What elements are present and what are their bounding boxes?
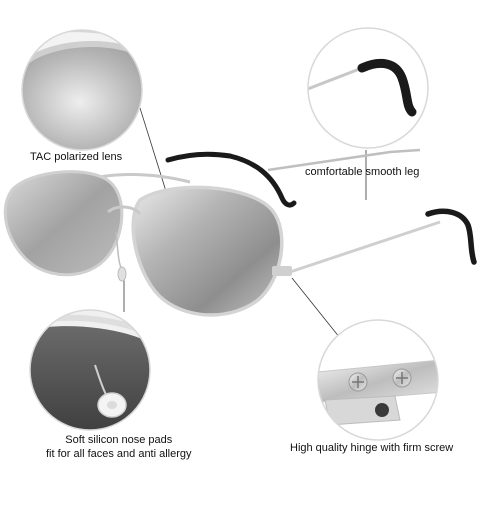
callout-leg (307, 27, 429, 149)
label-nose-line-2: fit for all faces and anti allergy (46, 448, 192, 460)
callout-border-hinge (317, 319, 439, 441)
callout-border-nose (29, 309, 151, 431)
label-leg: comfortable smooth leg (305, 166, 420, 178)
leader-line-hinge (291, 277, 341, 339)
temple-tip-back (165, 151, 233, 163)
callout-border-leg (307, 27, 429, 149)
temple-tip-back-curve (227, 153, 297, 208)
callout-ring-leg (308, 28, 428, 148)
temple-tip-front (425, 208, 477, 265)
label-nose-pads: Soft silicon nose pads fit for all faces… (46, 433, 192, 461)
lens-right (131, 185, 284, 317)
zoom-lens-dark (30, 326, 150, 430)
nose-pad (117, 266, 127, 282)
hinge-pin-hole (375, 403, 389, 417)
label-hinge: High quality hinge with firm screw (290, 442, 454, 454)
temple-front (289, 220, 441, 274)
callout-nose (29, 309, 151, 431)
zoom-temple (308, 66, 363, 94)
nose-bridge (107, 205, 142, 216)
label-nose-line-1: Soft silicon nose pads (65, 434, 173, 446)
callout-border-lens (21, 29, 143, 151)
hinge (272, 266, 292, 276)
lens-left (3, 170, 124, 277)
zoom-temple-tip (357, 58, 417, 117)
aviator-sunglasses (3, 148, 477, 317)
temple-back (267, 148, 421, 172)
callout-hinge (317, 319, 439, 441)
label-lens: TAC polarized lens (30, 151, 123, 163)
zoom-nose-pad-center (107, 401, 117, 409)
